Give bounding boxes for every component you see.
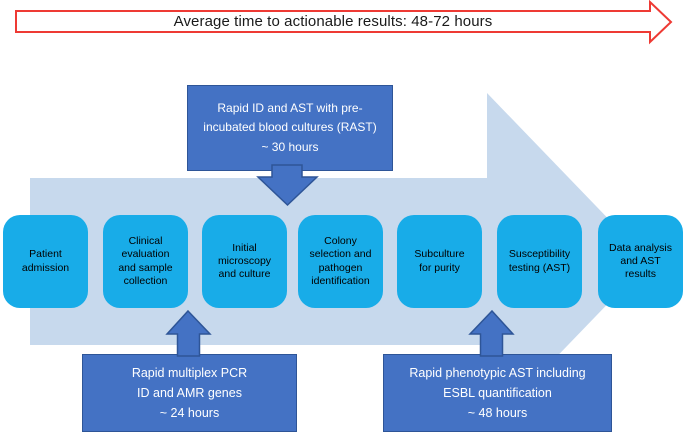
stage-clinical-evaluation: Clinical evaluation and sample collectio… bbox=[103, 215, 188, 308]
stage-susceptibility-testing: Susceptibility testing (AST) bbox=[497, 215, 582, 308]
callout-phenotypic-ast: Rapid phenotypic AST including ESBL quan… bbox=[383, 354, 612, 432]
rast-down-arrow bbox=[256, 164, 319, 207]
ast-up-arrow bbox=[468, 309, 515, 357]
stage-colony-selection: Colony selection and pathogen identifica… bbox=[298, 215, 383, 308]
callout-rast: Rapid ID and AST with pre- incubated blo… bbox=[187, 85, 393, 171]
banner-label: Average time to actionable results: 48-7… bbox=[173, 13, 493, 30]
stage-patient-admission: Patient admission bbox=[3, 215, 88, 308]
stage-subculture: Subculture for purity bbox=[397, 215, 482, 308]
callout-pcr: Rapid multiplex PCR ID and AMR genes ~ 2… bbox=[82, 354, 297, 432]
pcr-up-arrow bbox=[165, 309, 212, 357]
stage-data-analysis: Data analysis and AST results bbox=[598, 215, 683, 308]
stage-initial-microscopy: Initial microscopy and culture bbox=[202, 215, 287, 308]
